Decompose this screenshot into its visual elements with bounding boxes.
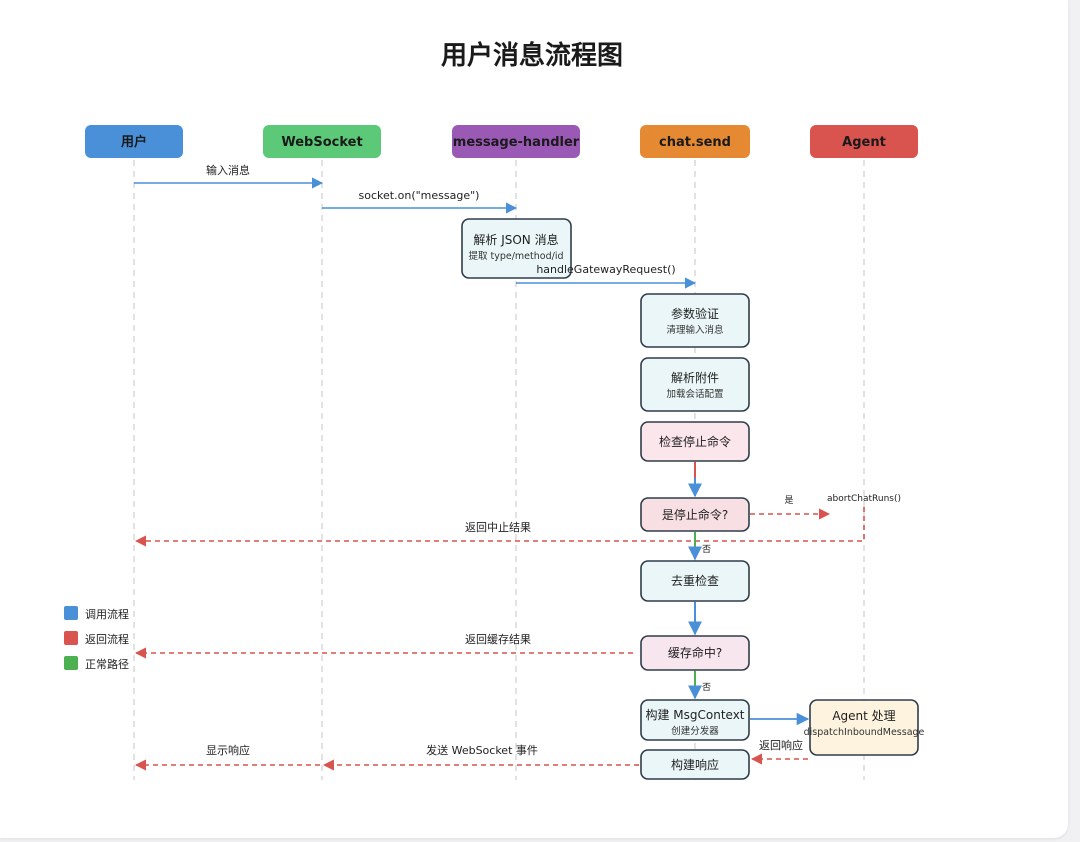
- box-build-response: 构建响应: [640, 749, 750, 780]
- svg-text:创建分发器: 创建分发器: [671, 725, 719, 737]
- actor-chat-send: chat.send: [640, 125, 750, 158]
- svg-text:handleGatewayRequest(): handleGatewayRequest(): [536, 263, 675, 276]
- svg-text:WebSocket: WebSocket: [281, 135, 362, 150]
- flow-no-to-build-ctx: 否: [688, 671, 711, 700]
- svg-text:message-handler: message-handler: [453, 135, 580, 150]
- svg-text:Agent 处理: Agent 处理: [832, 709, 895, 723]
- svg-text:解析附件: 解析附件: [671, 371, 719, 385]
- box-agent-process: Agent 处理 dispatchInboundMessage: [804, 699, 925, 756]
- svg-text:Agent: Agent: [842, 135, 886, 150]
- box-is-stop-command: 是停止命令?: [640, 497, 750, 532]
- svg-text:返回缓存结果: 返回缓存结果: [465, 632, 531, 646]
- actor-user: 用户: [85, 125, 183, 158]
- svg-text:去重检查: 去重检查: [671, 573, 719, 588]
- svg-text:加载会话配置: 加载会话配置: [666, 388, 723, 400]
- legend-item-normal: 正常路径: [64, 656, 129, 671]
- msg-yes-abort: 是 abortChatRuns(): [750, 494, 901, 520]
- flow-no-to-dedupe: 否: [688, 532, 711, 561]
- box-parse-attachments: 解析附件 加载会话配置: [640, 357, 750, 412]
- msg-return-response: 返回响应: [750, 738, 808, 765]
- svg-text:检查停止命令: 检查停止命令: [659, 434, 731, 449]
- svg-text:调用流程: 调用流程: [85, 607, 129, 621]
- svg-text:是: 是: [784, 495, 793, 506]
- msg-send-ws-event: 发送 WebSocket 事件: [322, 743, 639, 771]
- legend: 调用流程 返回流程 正常路径: [64, 606, 129, 671]
- page-title: 用户消息流程图: [441, 40, 623, 71]
- box-cache-hit: 缓存命中?: [640, 635, 750, 671]
- msg-return-cache: 返回缓存结果: [134, 632, 633, 659]
- svg-text:是停止命令?: 是停止命令?: [662, 507, 728, 522]
- svg-text:返回流程: 返回流程: [85, 632, 129, 646]
- msg-show-response: 显示响应: [134, 743, 320, 771]
- svg-text:否: 否: [702, 682, 711, 693]
- svg-text:chat.send: chat.send: [659, 135, 731, 150]
- box-build-msg-context: 构建 MsgContext 创建分发器: [640, 699, 750, 741]
- actor-websocket: WebSocket: [263, 125, 381, 158]
- svg-text:显示响应: 显示响应: [206, 743, 250, 757]
- svg-text:提取 type/method/id: 提取 type/method/id: [468, 250, 563, 262]
- svg-text:构建 MsgContext: 构建 MsgContext: [645, 707, 744, 722]
- msg-socket-on: socket.on("message"): [322, 189, 518, 214]
- svg-text:缓存命中?: 缓存命中?: [668, 645, 722, 660]
- svg-text:输入消息: 输入消息: [206, 163, 250, 177]
- box-dedupe-check: 去重检查: [640, 560, 750, 602]
- svg-text:构建响应: 构建响应: [671, 757, 719, 772]
- svg-text:socket.on("message"): socket.on("message"): [359, 189, 480, 202]
- msg-handle-gateway-request: handleGatewayRequest(): [516, 263, 697, 289]
- svg-text:正常路径: 正常路径: [85, 658, 129, 671]
- msg-input-message: 输入消息: [134, 163, 324, 189]
- box-check-stop: 检查停止命令: [640, 421, 750, 462]
- box-validate: 参数验证 清理输入消息: [640, 293, 750, 348]
- legend-item-return: 返回流程: [64, 631, 129, 646]
- actor-agent: Agent: [810, 125, 918, 158]
- svg-text:返回中止结果: 返回中止结果: [465, 521, 531, 534]
- msg-return-abort: 返回中止结果: [134, 507, 865, 547]
- svg-text:dispatchInboundMessage: dispatchInboundMessage: [804, 727, 925, 738]
- box-parse-json: 解析 JSON 消息 提取 type/method/id: [461, 218, 572, 279]
- svg-text:清理输入消息: 清理输入消息: [666, 324, 723, 336]
- svg-text:发送 WebSocket 事件: 发送 WebSocket 事件: [426, 743, 538, 757]
- svg-text:否: 否: [702, 544, 711, 555]
- legend-item-call: 调用流程: [64, 606, 129, 621]
- svg-text:参数验证: 参数验证: [671, 306, 719, 321]
- svg-text:abortChatRuns(): abortChatRuns(): [827, 494, 901, 504]
- svg-text:解析 JSON 消息: 解析 JSON 消息: [473, 232, 558, 247]
- actor-message-handler: message-handler: [452, 125, 580, 158]
- svg-text:返回响应: 返回响应: [759, 738, 803, 752]
- svg-text:用户: 用户: [120, 134, 147, 150]
